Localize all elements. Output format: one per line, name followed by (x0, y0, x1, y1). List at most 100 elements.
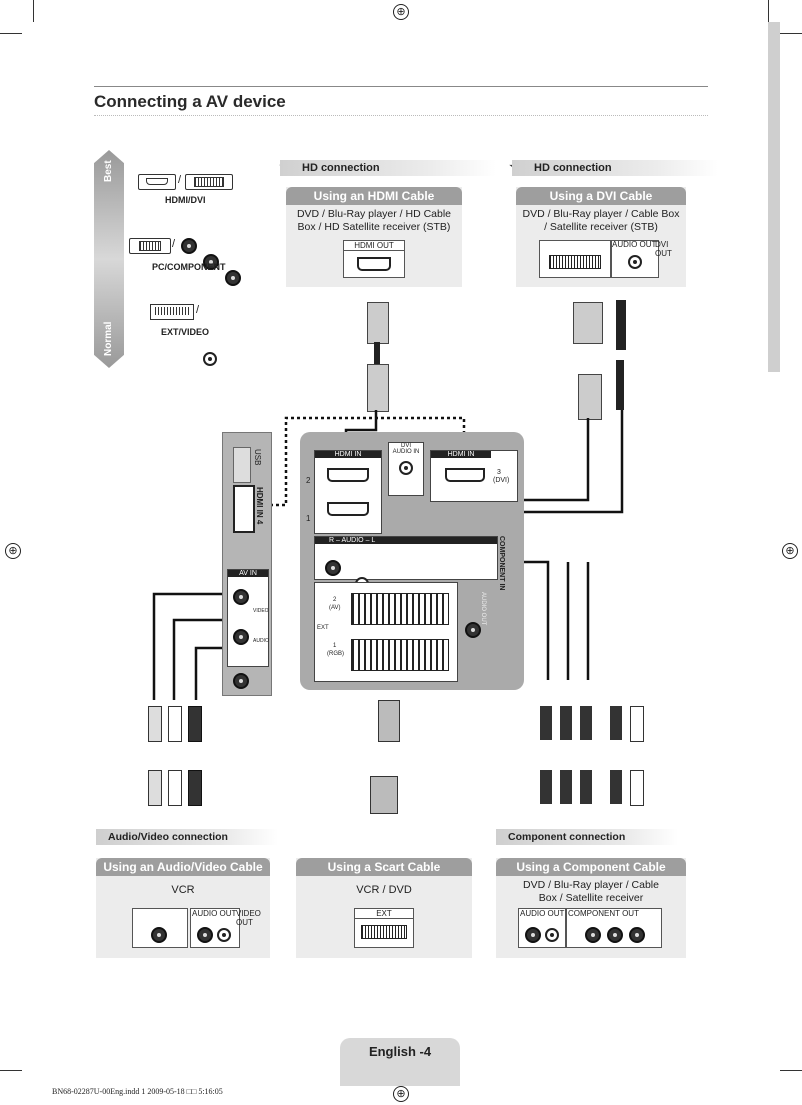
av-video-out-label: VIDEO OUT (236, 909, 261, 927)
scart-port-icon (361, 925, 407, 939)
scart-cable-heading: Using a Scart Cable (296, 858, 472, 876)
audio-out-label: AUDIO OUT (612, 240, 657, 249)
cable-line (152, 592, 232, 700)
hdmi-cable-heading: Using an HDMI Cable (286, 187, 462, 205)
dvi-source-box: Using a DVI Cable DVD / Blu-Ray player /… (516, 187, 686, 287)
hdmi-port-icon (327, 502, 369, 516)
page-title: Connecting a AV device (94, 92, 286, 111)
side-tab (768, 22, 780, 372)
component-out-port (566, 908, 662, 948)
dvi-source-desc-2: / Satellite receiver (STB) (544, 221, 658, 233)
cable-plug-icon (630, 706, 644, 742)
hdmi-in-4-label: HDMI IN 4 (255, 487, 264, 525)
hdmi-source-desc-2: Box / HD Satellite receiver (STB) (297, 221, 451, 233)
usb-port (233, 447, 251, 483)
video-label: VIDEO (253, 608, 269, 614)
cable-line (194, 646, 232, 700)
title-underline (94, 115, 708, 116)
rca-jack-icon (629, 927, 645, 943)
rca-jack-icon (628, 255, 642, 269)
hd-connection-tag: HD connection (280, 160, 496, 176)
hdmi-source-box: Using an HDMI Cable DVD / Blu-Ray player… (286, 187, 462, 287)
component-audio-out-label: AUDIO OUT (520, 909, 565, 918)
scart-port-icon (351, 639, 449, 671)
hdmi-in-3-label: HDMI IN (431, 451, 491, 458)
av-cable-group (146, 700, 206, 810)
cable-plug-icon (630, 770, 644, 806)
hdmi-in-group: HDMI IN (314, 450, 382, 534)
av-video-out-port (190, 908, 240, 948)
cable-plug-icon (560, 706, 572, 740)
port-1-label: 1 (306, 514, 311, 523)
crop-mark (780, 1070, 802, 1071)
cable-plug-icon (610, 706, 622, 740)
av-audio-out-port (132, 908, 188, 948)
cable-plug-icon (610, 770, 622, 804)
component-connection-tag: Component connection (496, 829, 678, 845)
hdmi-dvi-label: HDMI/DVI (165, 195, 206, 205)
cable-plug-icon (616, 300, 626, 350)
cable-plug-icon (148, 706, 162, 742)
av-in-label: AV IN (228, 570, 268, 577)
ext-group: 2 (AV) 1 (RGB) EXT (314, 582, 458, 682)
cable-plug-icon (616, 360, 624, 410)
audio-in-label: AUDIO IN (392, 449, 420, 455)
audio-out-label: AUDIO OUT (480, 592, 486, 626)
cable-plug-icon (367, 364, 389, 412)
rca-jack-icon (525, 927, 541, 943)
cable-plug-icon (188, 706, 202, 742)
registration-mark-icon: ⊕ (782, 543, 798, 559)
scart-source-desc: VCR / DVD (356, 884, 412, 896)
ext-port-label: EXT (355, 909, 413, 919)
dvi-audio-in-group: DVI AUDIO IN (388, 442, 424, 496)
hdmi-in-label: HDMI IN (315, 451, 381, 458)
print-footer: BN68-02287U-00Eng.indd 1 2009-05-18 □□ 5… (52, 1087, 223, 1096)
hdmi-out-label: HDMI OUT (344, 241, 404, 251)
dvi-label: DVI (400, 443, 411, 449)
cable-plug-icon (188, 770, 202, 806)
hdmi-port-icon (357, 257, 391, 271)
rca-jack-icon (325, 560, 341, 576)
component-in-label: COMPONENT IN (498, 536, 505, 591)
cable-line (374, 342, 380, 364)
scart-port-icon (351, 593, 449, 625)
rca-jack-icon (465, 622, 481, 638)
av-source-desc: VCR (171, 884, 195, 896)
rca-jack-icon (203, 352, 217, 366)
tv-side-panel: USB HDMI IN 4 AV IN VIDEO AUDIO (222, 432, 272, 696)
cable-plug-icon (580, 706, 592, 740)
component-cable-group (538, 700, 648, 810)
rca-jack-icon (217, 928, 231, 942)
rca-jack-icon (399, 461, 413, 475)
audio-row-label: R – AUDIO – L (315, 537, 497, 544)
audio-label: AUDIO (253, 638, 269, 644)
registration-mark-icon: ⊕ (393, 1086, 409, 1102)
ext-1-rgb-label: (RGB) (327, 651, 344, 657)
dvi-out-label: DVI OUT (655, 240, 672, 258)
component-source-desc-2: Box / Satellite receiver (538, 892, 644, 904)
av-source-box: Using an Audio/Video Cable VCR AUDIO OUT… (96, 858, 270, 958)
ext-label: EXT (317, 625, 329, 631)
tv-rear-panel: HDMI IN 2 1 DVI AUDIO IN HDMI IN 3 (DVI)… (300, 432, 524, 690)
dvi-source-desc-1: DVD / Blu-Ray player / Cable Box (522, 208, 680, 220)
scart-source-box: Using a Scart Cable VCR / DVD EXT (296, 858, 472, 958)
pc-component-label: PC/COMPONENT (152, 262, 226, 272)
dvi-port-icon (549, 255, 601, 269)
hdmi-out-port: HDMI OUT (343, 240, 405, 278)
ext-2-label: 2 (333, 597, 337, 603)
port-2-label: 2 (306, 476, 311, 485)
title-rule (94, 86, 708, 87)
rca-jack-icon (545, 928, 559, 942)
scart-port-icon (150, 304, 194, 320)
dvi-out-port (539, 240, 611, 278)
cable-plug-icon (168, 770, 182, 806)
rca-jack-icon (233, 589, 249, 605)
hdmi-port-icon (138, 174, 176, 190)
av-in-panel: AV IN (227, 569, 269, 667)
vga-port-icon (129, 238, 171, 254)
av-cable-heading: Using an Audio/Video Cable (96, 858, 270, 876)
ext-2-av-label: (AV) (329, 605, 341, 611)
component-source-box: Using a Component Cable DVD / Blu-Ray pl… (496, 858, 686, 958)
cable-plug-icon (580, 770, 592, 804)
crop-mark (768, 0, 769, 22)
